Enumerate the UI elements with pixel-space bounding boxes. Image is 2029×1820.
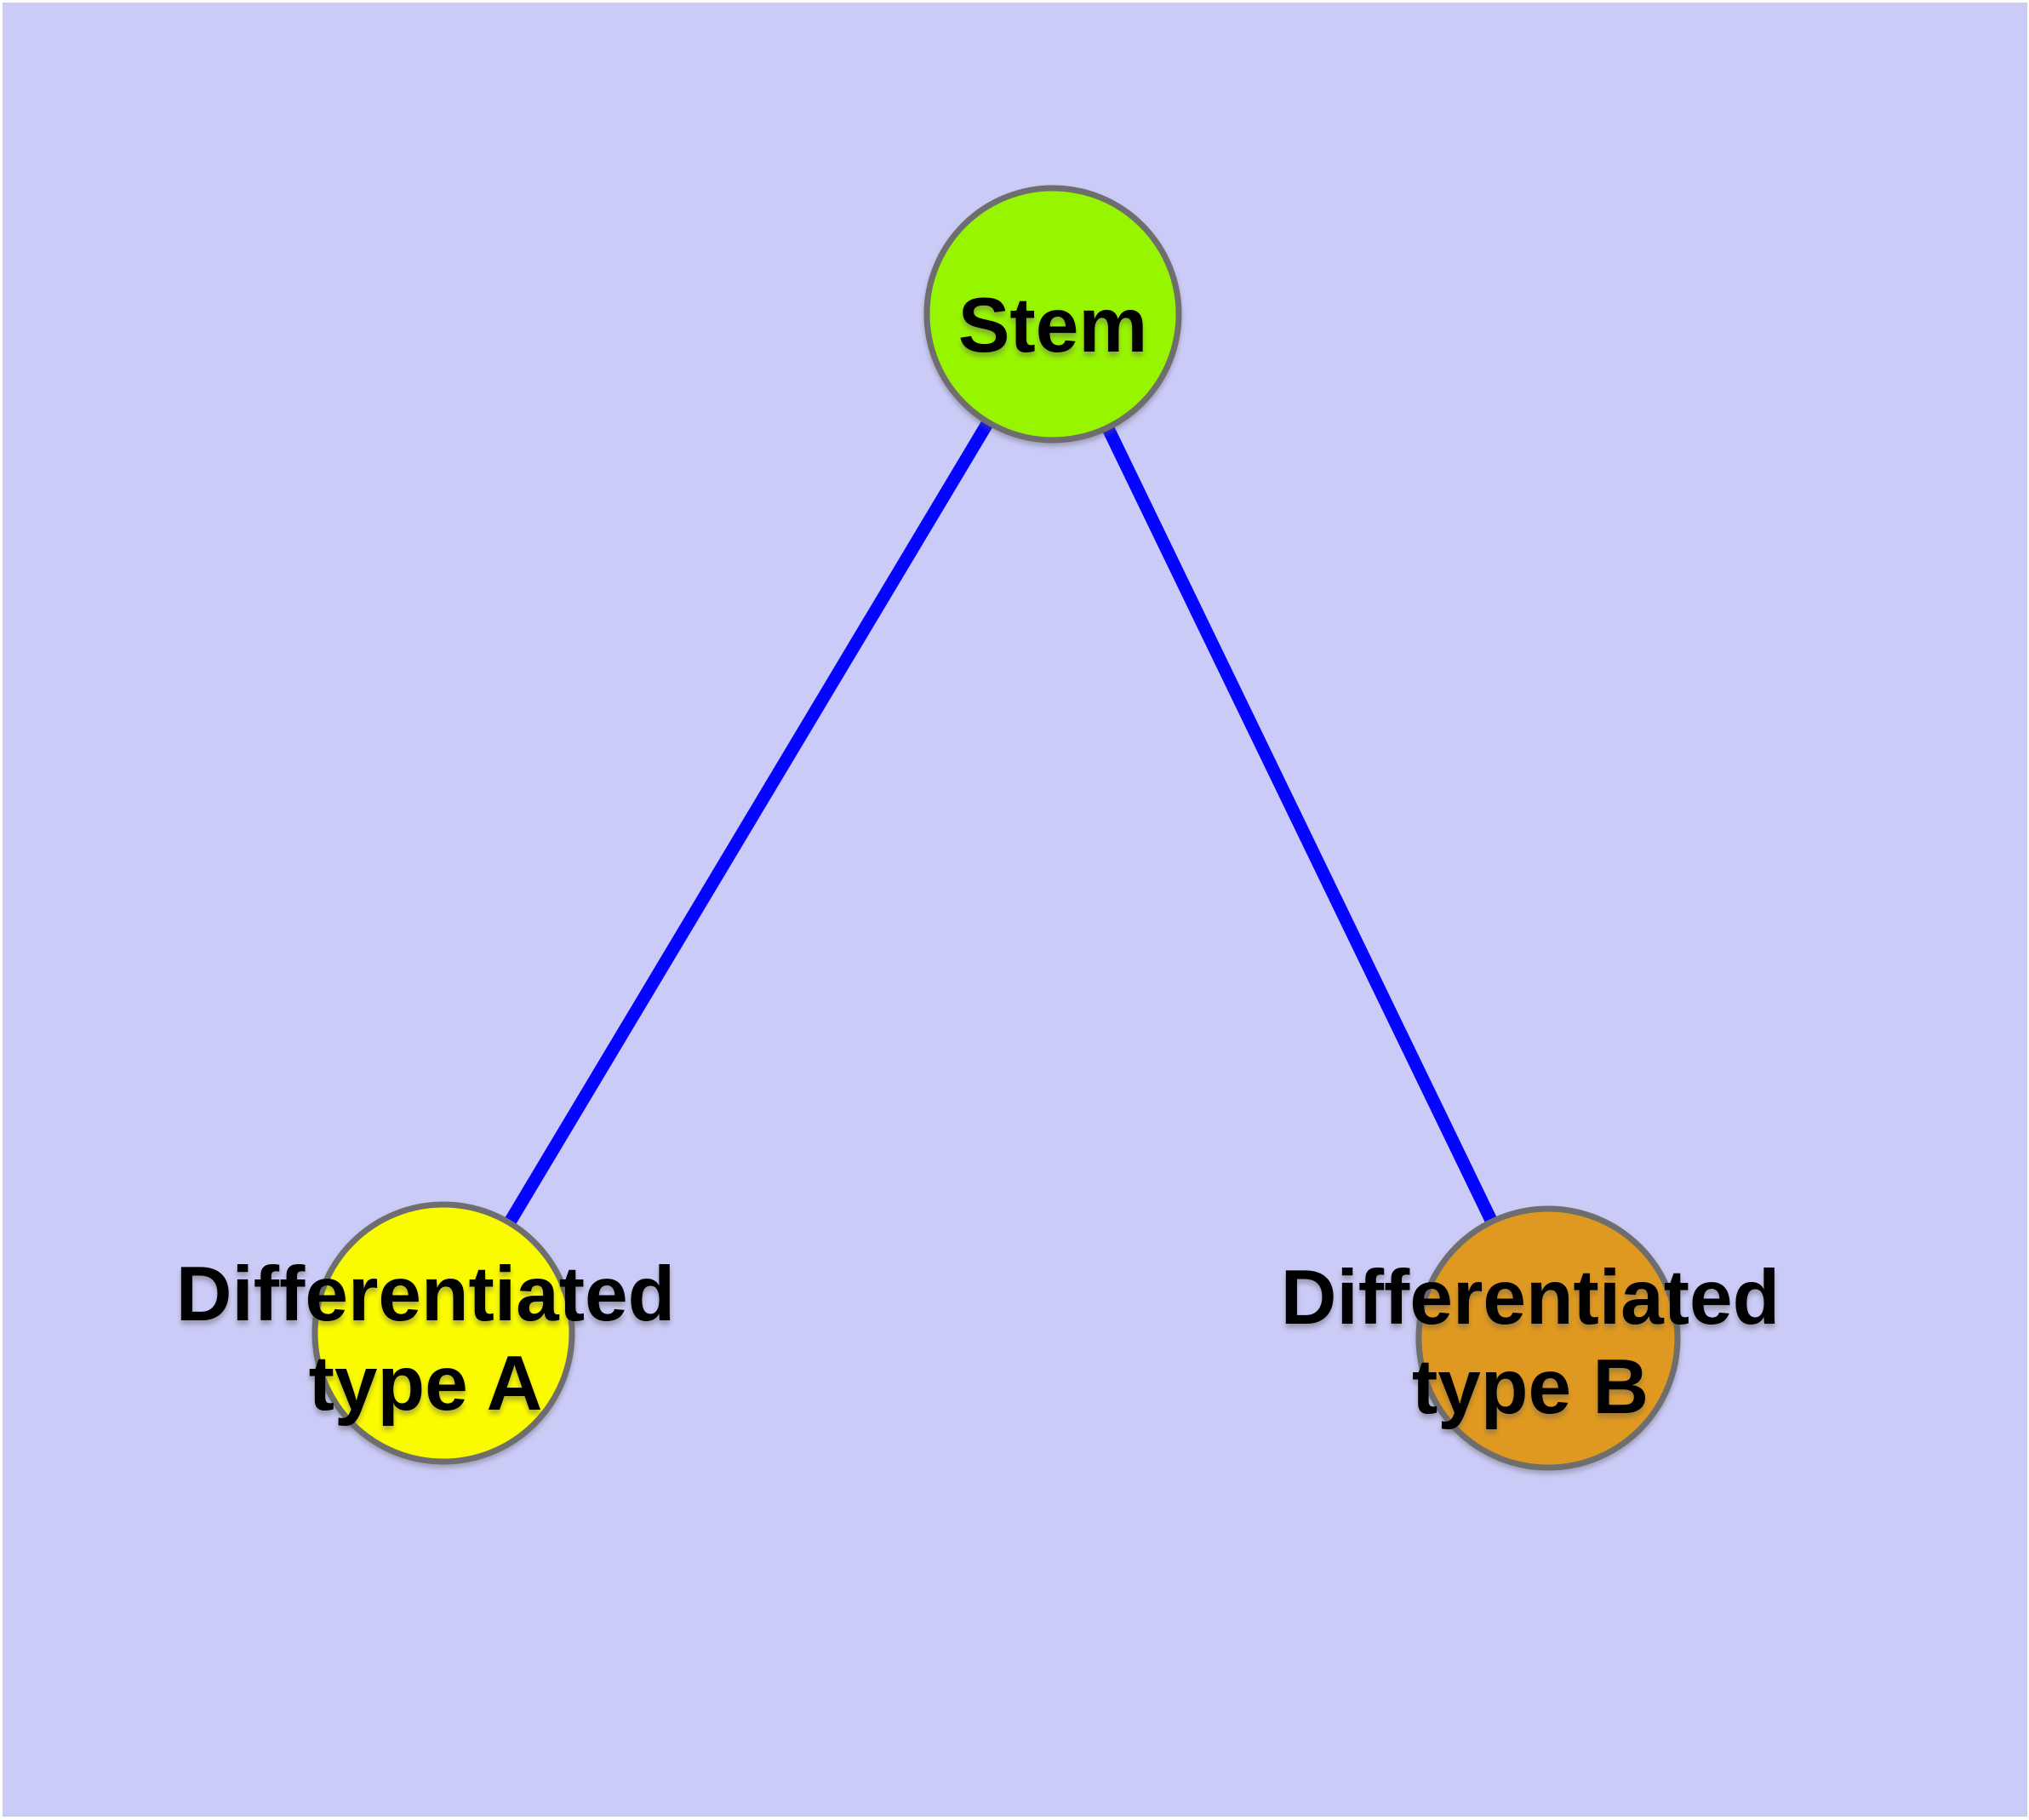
node-type-a [311, 1201, 575, 1465]
node-type-a-label-line2: type A [309, 1341, 543, 1427]
node-type-b [1415, 1205, 1681, 1471]
edge-stem-to-type-a [437, 311, 1059, 1336]
node-type-b-label-line2: type B [1412, 1344, 1649, 1430]
node-type-b-label-line1: Differentiated [1281, 1255, 1780, 1341]
edge-stem-to-type-b [1047, 311, 1554, 1342]
node-stem-label: Stem [958, 283, 1148, 369]
node-type-a-label-line1: Differentiated [176, 1251, 676, 1337]
node-stem [923, 185, 1182, 444]
